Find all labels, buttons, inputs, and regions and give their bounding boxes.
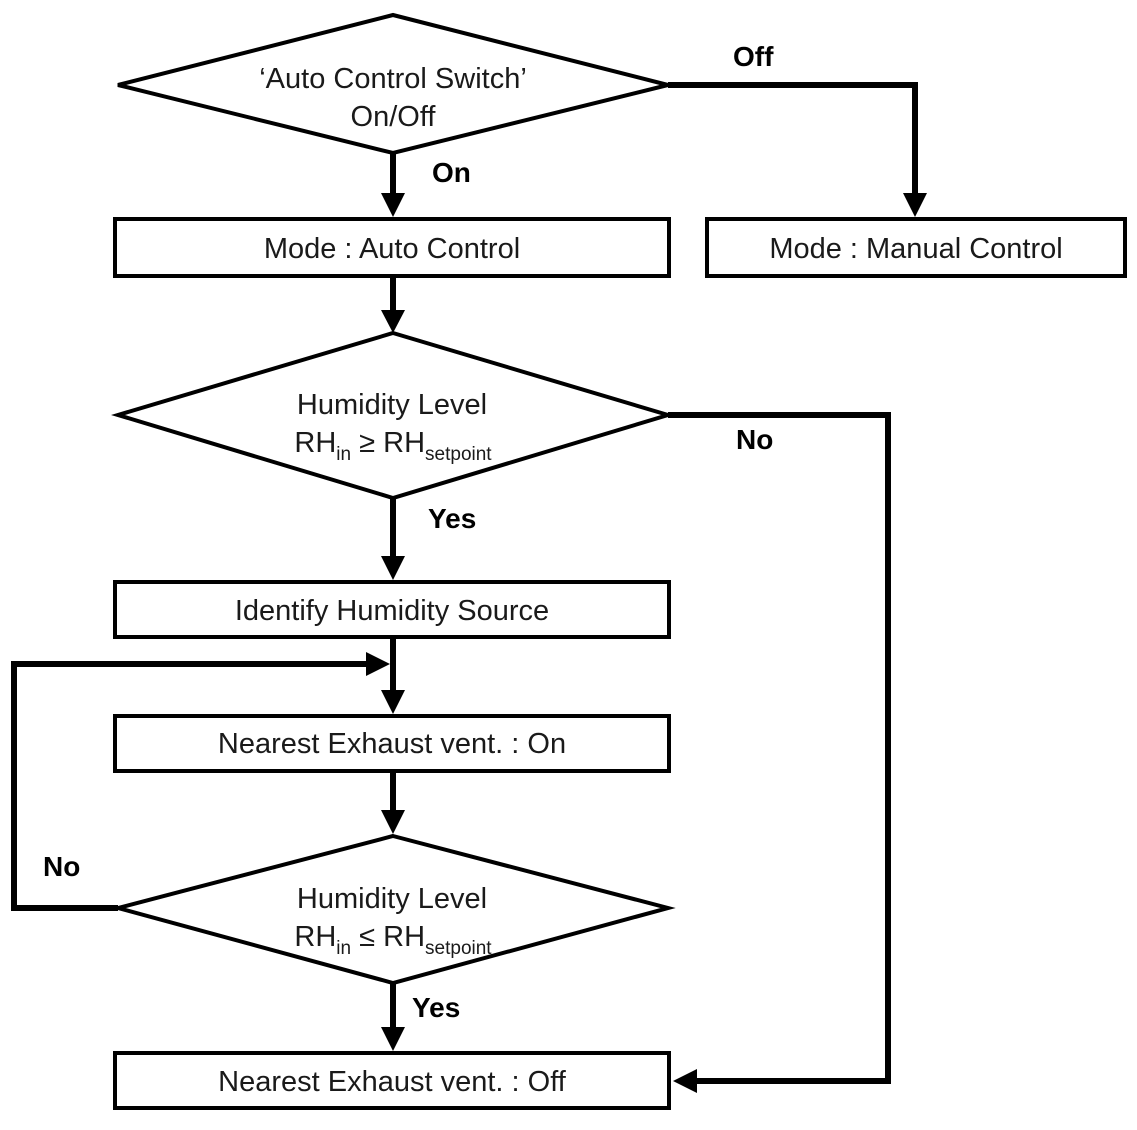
process-vent-off: Nearest Exhaust vent. : Off xyxy=(113,1051,671,1110)
decision-humidity-low-line1: Humidity Level xyxy=(297,883,487,915)
process-mode-manual: Mode : Manual Control xyxy=(705,217,1127,278)
branch-label-low-no: No xyxy=(43,851,80,882)
process-box xyxy=(113,580,671,639)
process-mode-manual-label: Mode : Manual Control xyxy=(769,233,1062,265)
process-mode-auto-label: Mode : Auto Control xyxy=(264,233,520,265)
arrowhead-vent-on-to-check xyxy=(381,810,405,834)
arrowhead-identify-to-vent-on xyxy=(381,690,405,714)
process-mode-auto: Mode : Auto Control xyxy=(113,217,671,278)
diamond-shape xyxy=(111,330,675,501)
process-identify-source: Identify Humidity Source xyxy=(113,580,671,639)
decision-switch-line1: ‘Auto Control Switch’ xyxy=(259,63,527,95)
branch-label-high-yes: Yes xyxy=(428,503,476,534)
process-box xyxy=(113,714,671,773)
arrowhead-check-to-vent-off xyxy=(381,1027,405,1051)
decision-humidity-high: Humidity Level RHin ≥ RHsetpoint xyxy=(111,330,675,501)
branch-label-switch-on: On xyxy=(432,157,471,188)
decision-humidity-high-formula: RHin ≥ RHsetpoint xyxy=(294,427,492,465)
decision-humidity-high-line1: Humidity Level xyxy=(297,389,487,421)
process-vent-on-label: Nearest Exhaust vent. : On xyxy=(218,728,566,760)
arrowhead-auto-to-humidity xyxy=(381,310,405,333)
process-vent-on: Nearest Exhaust vent. : On xyxy=(113,714,671,773)
process-vent-off-label: Nearest Exhaust vent. : Off xyxy=(218,1066,567,1098)
branch-labels: Off On No Yes No Yes xyxy=(43,41,774,1023)
branch-label-low-yes: Yes xyxy=(412,992,460,1023)
connector-humidity-to-vent-off xyxy=(668,412,891,1084)
arrowhead-check-loop-back xyxy=(366,652,390,676)
decision-humidity-low: Humidity Level RHin ≤ RHsetpoint xyxy=(110,833,676,986)
connector-check-loop-back xyxy=(11,661,368,911)
process-box xyxy=(113,1051,671,1110)
connector-switch-to-manual xyxy=(668,82,918,195)
connectors xyxy=(11,82,927,1093)
diamond-shape xyxy=(117,12,669,156)
branch-label-switch-off: Off xyxy=(733,41,774,72)
arrowhead-switch-to-manual xyxy=(903,193,927,217)
process-box xyxy=(705,217,1127,278)
arrowhead-humidity-to-identify xyxy=(381,556,405,580)
decision-switch-line2: On/Off xyxy=(351,101,437,133)
process-box xyxy=(113,217,671,278)
branch-label-high-no: No xyxy=(736,424,773,455)
diamond-shape xyxy=(110,833,676,986)
decision-humidity-low-formula: RHin ≤ RHsetpoint xyxy=(294,921,492,959)
process-identify-source-label: Identify Humidity Source xyxy=(235,595,549,627)
arrowhead-switch-to-auto xyxy=(381,193,405,217)
decision-auto-control-switch: ‘Auto Control Switch’ On/Off xyxy=(117,12,669,156)
arrowhead-humidity-to-vent-off xyxy=(673,1069,697,1093)
